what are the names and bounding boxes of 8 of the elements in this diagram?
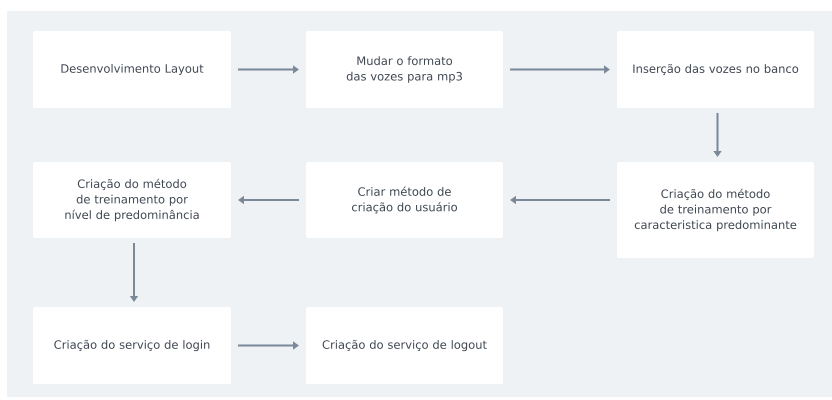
process-box: Inserção das vozes no banco (617, 31, 814, 108)
process-box: Criação do serviço de logout (306, 307, 503, 384)
process-box: Criar método de criação do usuário (306, 162, 503, 238)
process-box: Criação do método de treinamento por nível de predominância (33, 162, 231, 238)
process-box: Criação do serviço de login (33, 307, 231, 384)
process-box: Criação do método de treinamento por caracteristica predominante (617, 162, 814, 258)
process-box: Desenvolvimento Layout (33, 31, 231, 108)
process-box: Mudar o formato das vozes para mp3 (306, 31, 503, 108)
